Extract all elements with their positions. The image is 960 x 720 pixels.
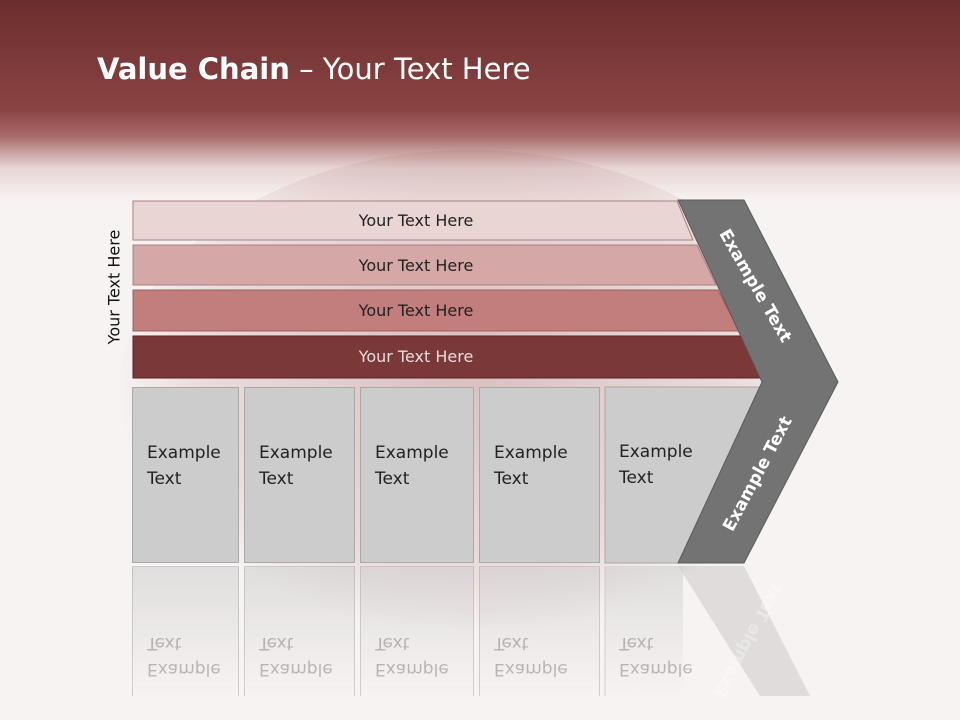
chevron-reflection	[678, 566, 810, 696]
activity-box-1-line1: Example	[147, 443, 221, 463]
value-bar-3-label: Your Text Here	[358, 301, 474, 320]
activity-box-1[interactable]: Example Text	[132, 387, 239, 563]
value-bar-4-label: Your Text Here	[358, 347, 474, 366]
activity-box-5-line1: Example	[619, 442, 693, 462]
activity-box-4-line1: Example	[494, 443, 568, 463]
bar-shape-2	[132, 244, 717, 286]
activity-box-1-line2: Text	[147, 469, 182, 489]
activity-box-5-line2: Text	[619, 468, 654, 488]
value-bar-2-label: Your Text Here	[358, 256, 474, 275]
title-bold: Value Chain	[97, 52, 290, 86]
chevron-arrow	[677, 199, 839, 564]
activity-box-2[interactable]: Example Text	[244, 387, 355, 563]
activity-box-3-line2: Text	[375, 469, 410, 489]
activity-box-4-line2: Text	[494, 469, 529, 489]
activity-box-5[interactable]: Example Text	[605, 387, 705, 563]
value-bar-1-label: Your Text Here	[358, 211, 474, 230]
activity-box-3-line1: Example	[375, 443, 449, 463]
activity-box-2-line1: Example	[259, 443, 333, 463]
bar-shape-1	[132, 200, 694, 241]
activity-box-3[interactable]: Example Text	[360, 387, 474, 563]
title-rest: – Your Text Here	[289, 52, 531, 86]
activity-box-4[interactable]: Example Text	[479, 387, 600, 563]
slide-title: Value Chain – Your Text Here	[97, 52, 531, 86]
activity-box-2-line2: Text	[259, 469, 294, 489]
title-banner	[0, 0, 960, 200]
